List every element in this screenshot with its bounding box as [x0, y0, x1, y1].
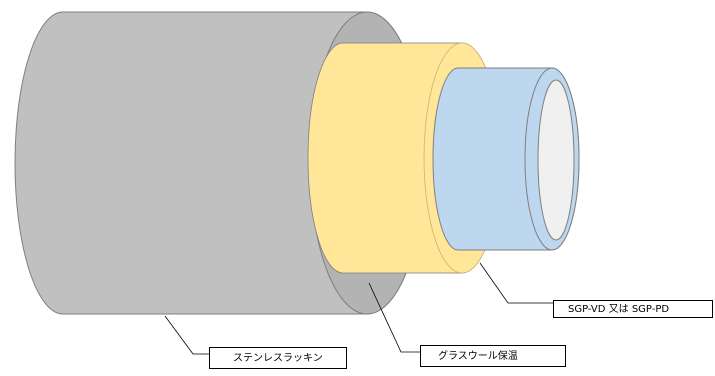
insulation-label: グラスウール保温: [420, 345, 566, 367]
leader-line-pipe: [479, 262, 553, 304]
leader-line-lagging: [164, 315, 209, 355]
pipe-bore: [537, 79, 575, 241]
pipe-label: SGP-VD 又は SGP-PD: [553, 300, 713, 318]
leader-line-insulation: [368, 282, 420, 353]
lagging-label: ステンレスラッキン: [209, 347, 347, 369]
steel-pipe-layer: [432, 67, 580, 251]
